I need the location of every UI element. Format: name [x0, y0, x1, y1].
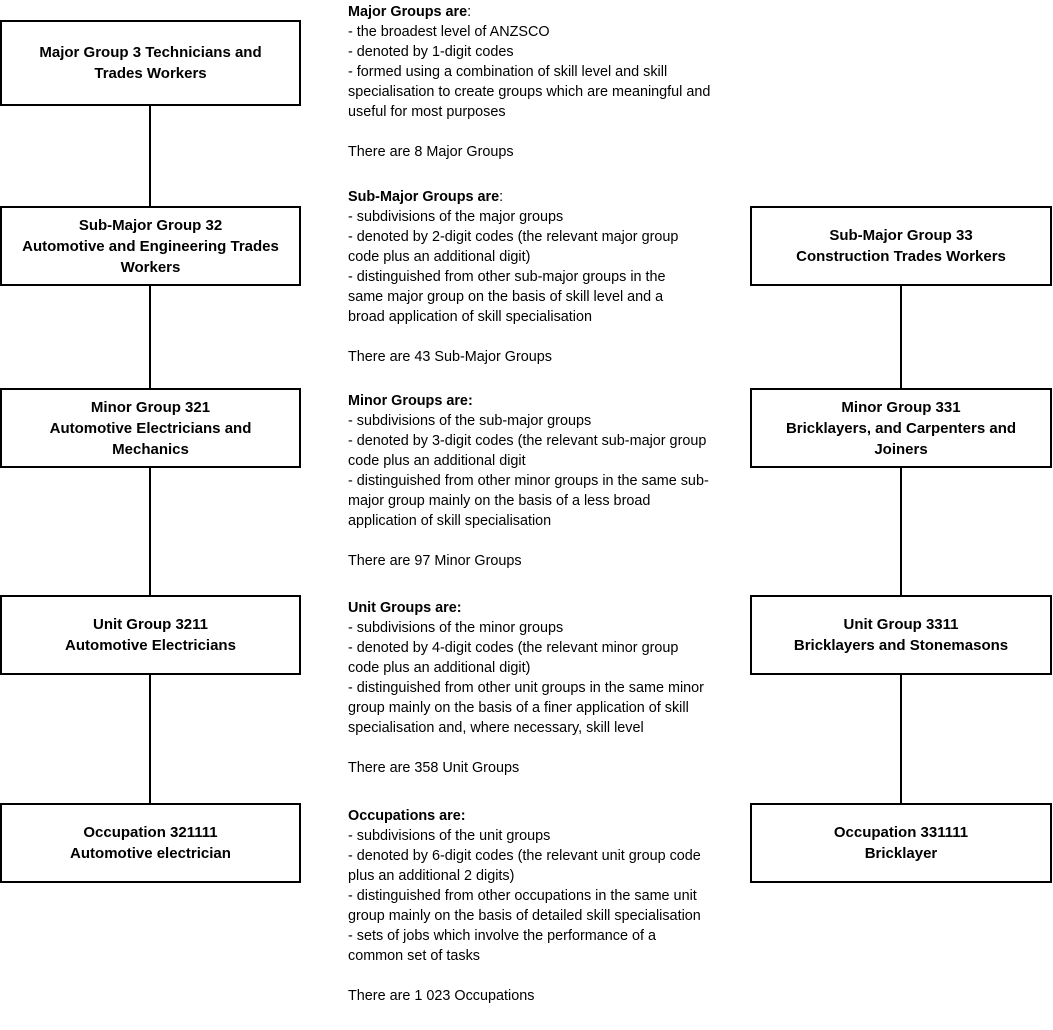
description-heading: Unit Groups are:: [348, 600, 462, 616]
box-label-line: Automotive Electricians: [65, 637, 236, 654]
description-count: There are 97 Minor Groups: [348, 553, 522, 569]
box-label-line: Mechanics: [112, 440, 189, 458]
description-bullet: - denoted by 2-digit codes (the relevant…: [348, 229, 679, 265]
description-heading: Sub-Major Groups are:: [348, 189, 504, 205]
connector-unit-3311-to-occupation-331111: [900, 673, 902, 805]
description-bullet: - denoted by 6-digit codes (the relevant…: [348, 848, 701, 884]
description-bullet: - distinguished from other minor groups …: [348, 473, 709, 529]
box-label-line: Joiners: [874, 440, 928, 458]
description-heading: Major Groups are:: [348, 4, 472, 20]
connector-minor-321-to-unit-3211: [149, 466, 151, 597]
description-bullet: - denoted by 1-digit codes: [348, 44, 514, 60]
occupation-331111-box: Occupation 331111 Bricklayer: [750, 803, 1052, 883]
description-count: There are 358 Unit Groups: [348, 760, 520, 776]
box-label-line: Major Group 3 Technicians and: [39, 44, 262, 61]
occupation-321111-box: Occupation 321111 Automotive electrician: [0, 803, 301, 883]
box-label-line: Minor Group 321: [90, 398, 211, 416]
box-label-line: Automotive electrician: [70, 845, 231, 862]
major-group-3-box: Major Group 3 Technicians and Trades Wor…: [0, 20, 301, 106]
description-bullet: - distinguished from other sub-major gro…: [348, 269, 666, 325]
description-bullet: - subdivisions of the major groups: [348, 209, 564, 225]
description-bullet: - denoted by 4-digit codes (the relevant…: [348, 640, 679, 676]
sub-major-groups-description: Sub-Major Groups are: - subdivisions of …: [348, 187, 728, 367]
description-count: There are 1 023 Occupations: [348, 988, 535, 1004]
box-label-line: Automotive and Engineering Trades: [22, 237, 279, 255]
description-bullet: - subdivisions of the sub-major groups: [348, 413, 592, 429]
major-groups-description: Major Groups are: - the broadest level o…: [348, 2, 728, 162]
box-label-line: Occupation 331111: [833, 824, 969, 841]
description-bullet: - formed using a combination of skill le…: [348, 64, 711, 120]
description-bullet: - denoted by 3-digit codes (the relevant…: [348, 433, 707, 469]
minor-group-331-box: Minor Group 331 Bricklayers, and Carpent…: [750, 388, 1052, 468]
connector-submajor-33-to-minor-331: [900, 284, 902, 390]
sub-major-group-32-box: Sub-Major Group 32 Automotive and Engine…: [0, 206, 301, 286]
connector-minor-331-to-unit-3311: [900, 466, 902, 597]
description-bullet: - distinguished from other unit groups i…: [348, 680, 704, 736]
box-label-line: Bricklayers, and Carpenters and: [785, 419, 1017, 437]
unit-group-3211-box: Unit Group 3211 Automotive Electricians: [0, 595, 301, 675]
box-label-line: Construction Trades Workers: [796, 248, 1006, 265]
description-bullet: - subdivisions of the unit groups: [348, 828, 551, 844]
unit-groups-description: Unit Groups are: - subdivisions of the m…: [348, 598, 728, 778]
box-label-line: Unit Group 3211: [92, 616, 209, 633]
description-count: There are 43 Sub-Major Groups: [348, 349, 552, 365]
box-label-line: Sub-Major Group 32: [78, 216, 223, 234]
box-label-line: Sub-Major Group 33: [829, 227, 973, 244]
description-bullet: - distinguished from other occupations i…: [348, 888, 701, 924]
box-label-line: Workers: [120, 258, 181, 276]
connector-unit-3211-to-occupation-321111: [149, 673, 151, 805]
minor-group-321-box: Minor Group 321 Automotive Electricians …: [0, 388, 301, 468]
occupations-description: Occupations are: - subdivisions of the u…: [348, 806, 728, 1006]
box-label-line: Occupation 321111: [83, 824, 218, 841]
sub-major-group-33-box: Sub-Major Group 33 Construction Trades W…: [750, 206, 1052, 286]
description-heading: Occupations are:: [348, 808, 466, 824]
description-bullet: - subdivisions of the minor groups: [348, 620, 564, 636]
box-label-line: Bricklayers and Stonemasons: [793, 637, 1009, 654]
description-heading: Minor Groups are:: [348, 393, 473, 409]
box-label-line: Minor Group 331: [841, 398, 961, 416]
description-bullet: - sets of jobs which involve the perform…: [348, 928, 656, 964]
description-bullet: - the broadest level of ANZSCO: [348, 24, 550, 40]
description-count: There are 8 Major Groups: [348, 144, 514, 160]
box-label-line: Unit Group 3311: [843, 616, 959, 633]
box-label-line: Bricklayer: [864, 845, 938, 862]
connector-submajor-32-to-minor-321: [149, 284, 151, 390]
box-label-line: Automotive Electricians and: [49, 419, 252, 437]
connector-major-to-submajor-32: [149, 104, 151, 208]
box-label-line: Trades Workers: [94, 65, 207, 82]
unit-group-3311-box: Unit Group 3311 Bricklayers and Stonemas…: [750, 595, 1052, 675]
minor-groups-description: Minor Groups are: - subdivisions of the …: [348, 391, 728, 571]
